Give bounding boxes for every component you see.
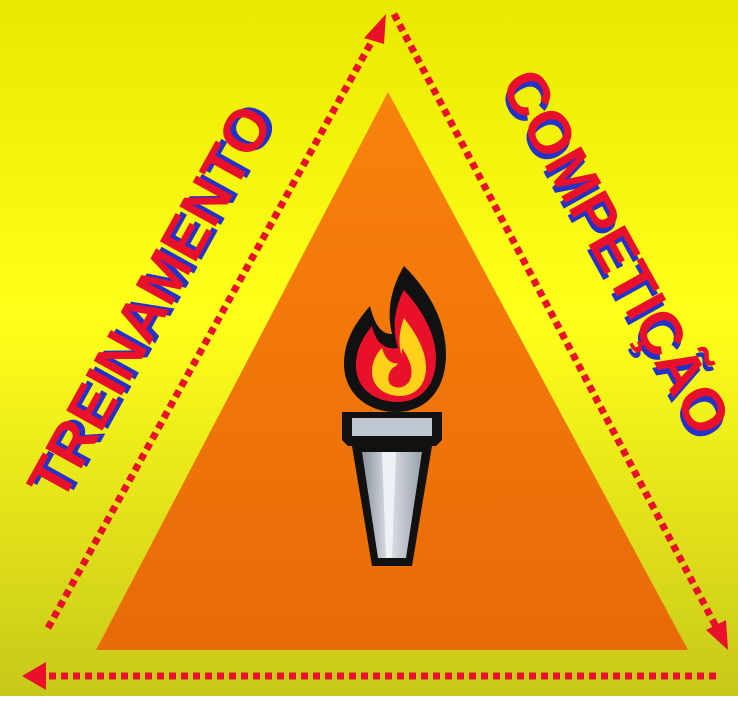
torch-cup-face <box>352 418 432 436</box>
